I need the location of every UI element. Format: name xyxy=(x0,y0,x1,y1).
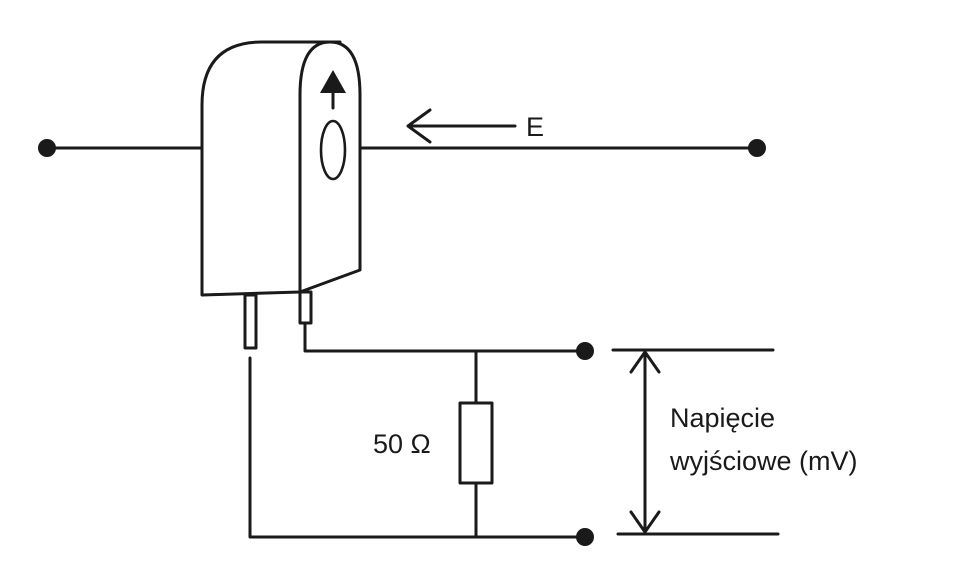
output-terminal-top-icon xyxy=(576,342,594,360)
output-label-line2: wyjściowe (mV) xyxy=(669,446,858,476)
left-arrow-icon xyxy=(406,108,432,144)
field-direction-arrow: E xyxy=(406,108,544,144)
output-label-line1: Napięcie xyxy=(670,403,775,433)
up-arrow-icon xyxy=(320,70,346,93)
output-wire-top xyxy=(303,321,587,353)
sensor-body-front xyxy=(298,40,362,294)
sensor-pin-right xyxy=(298,290,313,325)
resistor-body xyxy=(458,401,494,485)
burden-resistor: 50 Ω xyxy=(373,349,494,539)
left-terminal-icon xyxy=(38,139,56,157)
output-wire-bottom xyxy=(248,356,587,539)
field-label: E xyxy=(526,112,544,142)
resistor-value-label: 50 Ω xyxy=(373,429,431,459)
output-terminal-bottom-icon xyxy=(576,528,594,546)
sensor-pin-left xyxy=(243,293,258,350)
sensor-aperture xyxy=(319,119,347,181)
output-voltage-indicator: Napięcie wyjściowe (mV) xyxy=(611,348,858,536)
current-sensor xyxy=(200,40,362,350)
dimension-arrow-down-icon xyxy=(629,510,661,534)
dimension-arrow-up-icon xyxy=(629,350,661,374)
right-terminal-icon xyxy=(748,139,766,157)
